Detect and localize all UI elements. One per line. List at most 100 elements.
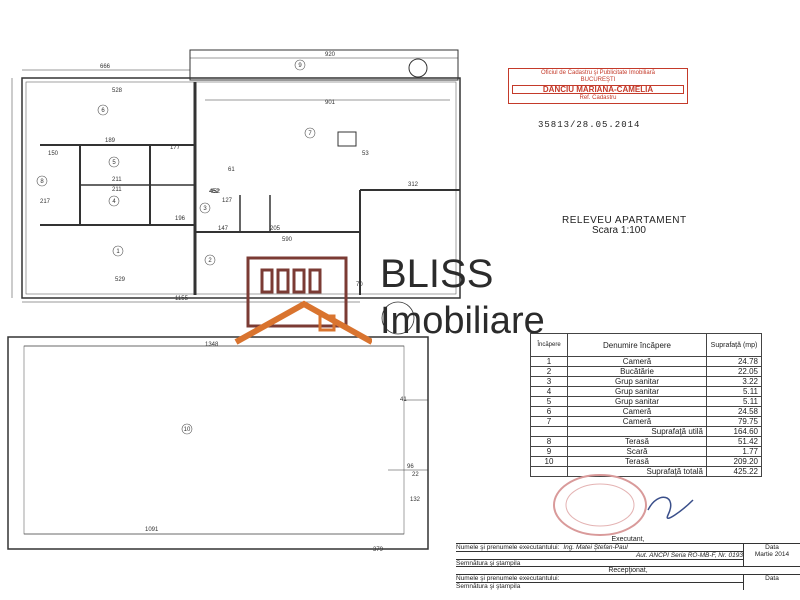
executant-title: Executant,: [611, 536, 645, 543]
room-number: 6: [101, 108, 105, 114]
row-name: Terasă: [567, 456, 707, 467]
row-area: 164.60: [706, 426, 762, 437]
row-name: Terasă: [567, 436, 707, 447]
row-nr: 2: [530, 366, 568, 377]
row-nr: 10: [530, 456, 568, 467]
room-number-circle: [108, 156, 120, 168]
room-table: Încăpere Denumire încăpere Suprafaţă (mp…: [530, 333, 762, 477]
room-number: 4: [112, 199, 116, 205]
room-number-circle: [294, 59, 306, 71]
row-nr: 8: [530, 436, 568, 447]
stamp-line-3: Ref. Cadastru: [579, 95, 617, 101]
row-name: Scară: [567, 446, 707, 457]
plan-title: RELEVEU APARTAMENT: [562, 215, 687, 226]
room-number: 2: [208, 258, 212, 264]
row-area: 51.42: [706, 436, 762, 447]
dimension-label: 217: [40, 199, 51, 205]
row-area: 425.22: [706, 466, 762, 477]
executant-name-value: Ing. Matei Ştefan-Paul: [563, 544, 628, 551]
row-nr: 5: [530, 396, 568, 407]
row-nr: [530, 426, 568, 437]
room-number: 5: [112, 160, 116, 166]
dimension-label: 127: [222, 198, 233, 204]
brand-name-bottom: Imobiliare: [380, 300, 545, 342]
room-number-circle: [112, 245, 124, 257]
dimension-label: 61: [228, 167, 235, 173]
row-area: 22.05: [706, 366, 762, 377]
dimension-label: 189: [105, 138, 116, 144]
dimension-label: 53: [362, 151, 369, 157]
room-number: 7: [308, 131, 312, 137]
room-number-circle: [199, 202, 211, 214]
row-nr: 4: [530, 386, 568, 397]
brand-name-top: BLISS: [380, 252, 494, 296]
dimension-label: 96: [407, 464, 414, 470]
row-area: 24.58: [706, 406, 762, 417]
col-header-nr: Încăpere: [530, 333, 568, 357]
row-area: 79.75: [706, 416, 762, 427]
dimension-label: 1091: [145, 527, 159, 533]
dimension-label: 70: [356, 282, 363, 288]
col-header-name: Denumire încăpere: [567, 333, 707, 357]
executant-block: Executant, Numele şi prenumele executant…: [456, 536, 800, 567]
row-area: 1.77: [706, 446, 762, 457]
table-header: Încăpere Denumire încăpere Suprafaţă (mp…: [530, 333, 762, 357]
executant-name-label: Numele şi prenumele executantului:: [456, 544, 560, 551]
dimension-label: 211: [112, 187, 122, 193]
row-area: 5.11: [706, 396, 762, 407]
dimension-label: 452: [210, 189, 221, 195]
dimension-label: 666: [100, 64, 111, 70]
row-name: Cameră: [567, 356, 707, 367]
stamp-line-1: Oficiul de Cadastru şi Publicitate Imobi…: [540, 70, 656, 76]
dimension-label: 177: [170, 145, 181, 151]
dimension-label: 312: [408, 182, 419, 188]
row-name: Grup sanitar: [567, 386, 707, 397]
receptie-signature-label: Semnătura şi ştampila: [456, 583, 521, 590]
row-area: 209.20: [706, 456, 762, 467]
dimension-label: 528: [112, 88, 123, 94]
row-name: Grup sanitar: [567, 396, 707, 407]
dimension-label: 452: [209, 189, 220, 195]
dimension-label: 22: [412, 472, 419, 478]
row-area: 3.22: [706, 376, 762, 387]
receptie-name-label: Numele şi prenumele executantului:: [456, 575, 743, 583]
row-name: Grup sanitar: [567, 376, 707, 387]
room-number: 10: [184, 427, 191, 433]
cadastre-stamp: Oficiul de Cadastru şi Publicitate Imobi…: [508, 68, 688, 104]
dimension-label: 901: [325, 100, 336, 106]
brand-logo: BLISS Imobiliare: [232, 252, 572, 352]
dimension-label: 147: [218, 226, 229, 232]
dimension-label: 920: [325, 52, 336, 58]
room-number-circle: [36, 175, 48, 187]
dimension-label: 205: [270, 226, 281, 232]
row-area: 24.78: [706, 356, 762, 367]
room-number-circle: [97, 104, 109, 116]
row-nr: 7: [530, 416, 568, 427]
room-number: 1: [116, 249, 120, 255]
dimension-label: 211: [112, 177, 122, 183]
dimension-label: 1348: [205, 342, 219, 348]
dimension-label: 41: [400, 397, 407, 403]
registration-number: 35813/28.05.2014: [538, 120, 641, 130]
row-name: Cameră: [567, 416, 707, 427]
room-number: 9: [298, 63, 302, 69]
executant-date-value: Martie 2014: [754, 551, 790, 558]
dimension-label: 1155: [175, 296, 189, 302]
plan-scale: Scara 1:100: [592, 225, 646, 236]
row-name: Bucătărie: [567, 366, 707, 377]
dimension-label: 150: [48, 151, 59, 157]
row-area: 5.11: [706, 386, 762, 397]
row-nr: 6: [530, 406, 568, 417]
dimension-label: 529: [115, 277, 126, 283]
